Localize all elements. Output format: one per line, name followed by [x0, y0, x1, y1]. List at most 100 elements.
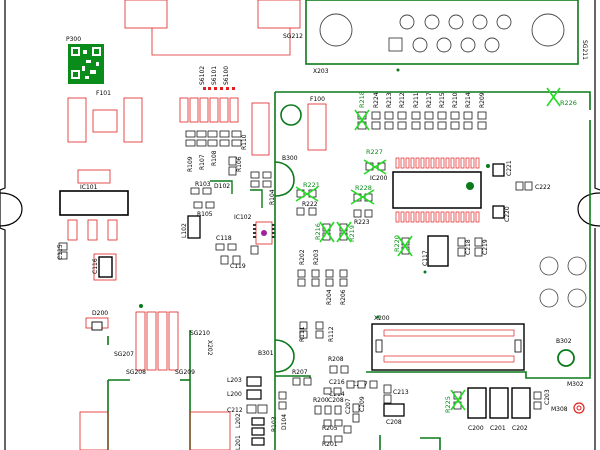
svg-text:C208: C208 — [328, 397, 344, 404]
svg-text:L200: L200 — [227, 391, 242, 398]
svg-text:R111: R111 — [299, 326, 306, 342]
connector-x203 — [305, 0, 579, 65]
svg-text:R222: R222 — [302, 201, 318, 208]
svg-text:R225: R225 — [444, 396, 452, 413]
top-connector-left — [124, 0, 168, 29]
label-ic101: IC101 — [80, 184, 98, 191]
top-connector-right — [257, 0, 301, 29]
svg-text:R201: R201 — [322, 441, 338, 448]
svg-text:R106: R106 — [236, 156, 243, 172]
svg-text:R108: R108 — [211, 150, 218, 166]
svg-text:R213: R213 — [386, 92, 393, 108]
svg-text:D200: D200 — [92, 310, 108, 317]
svg-text:R209: R209 — [479, 92, 486, 108]
svg-text:SG212: SG212 — [283, 33, 303, 40]
svg-text:C115: C115 — [57, 244, 64, 260]
svg-text:R109: R109 — [187, 156, 194, 172]
svg-text:C118: C118 — [216, 235, 232, 242]
svg-text:C208: C208 — [386, 419, 402, 426]
svg-text:R219: R219 — [348, 225, 356, 242]
svg-text:C207: C207 — [345, 398, 352, 414]
svg-text:C213: C213 — [393, 389, 409, 396]
svg-text:M308: M308 — [551, 406, 568, 413]
svg-text:R220: R220 — [393, 235, 401, 252]
svg-text:B301: B301 — [258, 350, 274, 357]
svg-text:R206: R206 — [340, 289, 347, 305]
svg-text:C116: C116 — [92, 258, 99, 274]
svg-text:SG208: SG208 — [126, 369, 146, 376]
svg-text:C219: C219 — [482, 239, 489, 255]
svg-text:C212: C212 — [227, 407, 243, 414]
svg-text:L202: L202 — [235, 413, 242, 428]
svg-text:R207: R207 — [292, 369, 308, 376]
svg-text:C221: C221 — [506, 160, 513, 176]
svg-text:R227: R227 — [366, 148, 383, 156]
svg-text:R216: R216 — [314, 223, 322, 240]
svg-text:S6101: S6101 — [211, 66, 218, 85]
svg-text:IC102: IC102 — [234, 214, 252, 221]
svg-text:C209: C209 — [359, 396, 366, 412]
svg-text:C203: C203 — [544, 389, 551, 405]
svg-text:R204: R204 — [326, 289, 333, 305]
svg-text:S6102: S6102 — [199, 66, 206, 85]
svg-text:SG209: SG209 — [175, 369, 195, 376]
svg-text:C220: C220 — [504, 206, 511, 222]
svg-text:R228: R228 — [355, 184, 372, 192]
svg-text:L102: L102 — [181, 223, 188, 238]
svg-text:R110: R110 — [241, 134, 248, 150]
svg-text:R211: R211 — [413, 92, 420, 108]
svg-text:R214: R214 — [465, 92, 472, 108]
svg-text:C200: C200 — [468, 425, 484, 432]
svg-text:M302: M302 — [567, 381, 584, 388]
svg-text:B302: B302 — [556, 338, 572, 345]
svg-text:R210: R210 — [452, 92, 459, 108]
svg-text:R104: R104 — [269, 189, 276, 205]
ic200-body — [392, 171, 482, 209]
svg-text:R212: R212 — [399, 92, 406, 108]
svg-text:R215: R215 — [439, 92, 446, 108]
svg-text:R208: R208 — [328, 356, 344, 363]
label-p300: P300 — [66, 36, 81, 43]
svg-text:F100: F100 — [310, 96, 325, 103]
svg-text:R103: R103 — [195, 181, 211, 188]
svg-text:X202: X202 — [206, 340, 213, 356]
connector-x200 — [371, 323, 525, 371]
ic101-body — [59, 190, 129, 216]
svg-text:C216: C216 — [329, 379, 345, 386]
svg-text:R217: R217 — [426, 92, 433, 108]
svg-text:X203: X203 — [313, 68, 329, 75]
svg-text:R200: R200 — [313, 397, 329, 404]
qr-code-p300 — [68, 44, 104, 84]
svg-text:R202: R202 — [299, 249, 306, 265]
svg-text:IC200: IC200 — [370, 175, 388, 182]
svg-text:C214: C214 — [329, 391, 345, 398]
svg-text:C218: C218 — [465, 239, 472, 255]
svg-text:D102: D102 — [214, 183, 230, 190]
svg-text:C119: C119 — [230, 263, 246, 270]
svg-text:R105: R105 — [197, 211, 213, 218]
svg-text:R221: R221 — [303, 181, 320, 189]
svg-text:C202: C202 — [512, 425, 528, 432]
svg-text:R203: R203 — [313, 249, 320, 265]
svg-text:SG207: SG207 — [114, 351, 134, 358]
label-f101: F101 — [96, 90, 111, 97]
svg-text:R224: R224 — [373, 92, 380, 108]
svg-text:D104: D104 — [281, 414, 288, 430]
svg-text:L201: L201 — [235, 435, 242, 450]
svg-text:S6100: S6100 — [223, 66, 230, 85]
svg-text:C201: C201 — [490, 425, 506, 432]
svg-text:R226: R226 — [560, 99, 577, 107]
svg-text:C117: C117 — [422, 250, 429, 266]
svg-text:R205: R205 — [322, 425, 338, 432]
svg-text:R223: R223 — [354, 219, 370, 226]
svg-text:R218: R218 — [358, 91, 366, 108]
svg-text:X200: X200 — [374, 315, 390, 322]
svg-text:L203: L203 — [227, 377, 242, 384]
svg-text:R107: R107 — [199, 154, 206, 170]
svg-text:SG211: SG211 — [581, 40, 588, 60]
svg-text:SG210: SG210 — [190, 330, 210, 337]
svg-text:C222: C222 — [535, 184, 551, 191]
svg-text:R112: R112 — [328, 326, 335, 342]
